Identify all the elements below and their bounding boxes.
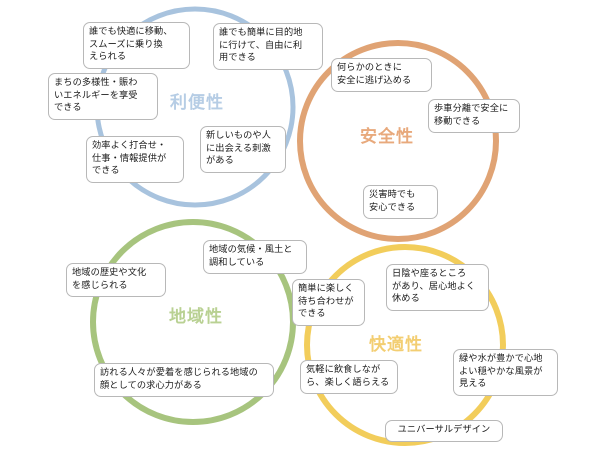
callout-safety-top: 何らかのときに安全に逃げ込める <box>331 58 432 93</box>
callout-comfort-top: 日陰や座るところがあり、居心地よく休める <box>386 264 489 312</box>
callout-convenience-right: 誰でも簡単に目的地に行けて、自由に利用できる <box>213 23 323 71</box>
callout-comfort-bottom: ユニバーサルデザイン <box>385 420 503 442</box>
callout-safety-bottom: 災害時でも安心できる <box>363 185 438 220</box>
circle-safety <box>297 40 499 242</box>
callout-safety-right: 歩車分離で安全に移動できる <box>428 99 520 134</box>
callout-convenience-left: まちの多様性・賑わいエネルギーを享受できる <box>48 73 158 121</box>
callout-comfort-bottom-left: 気軽に飲食しながら、楽しく語らえる <box>300 360 398 395</box>
callout-comfort-left: 簡単に楽しく待ち合わせができる <box>292 279 365 327</box>
circle-label-convenience: 利便性 <box>170 93 224 113</box>
callout-convenience-top: 誰でも快適に移動、スムーズに乗り換えられる <box>83 22 190 70</box>
callout-convenience-bottom: 効率よく打合せ・仕事・情報提供ができる <box>86 136 184 184</box>
circle-label-safety: 安全性 <box>360 127 414 147</box>
callout-locality-top: 地域の気候・風土と調和している <box>203 240 307 275</box>
circle-comfort <box>304 244 506 446</box>
callout-locality-bottom: 訪れる人々が愛着を感じられる地域の顔としての求心力がある <box>94 363 274 398</box>
circle-label-locality: 地域性 <box>169 307 223 327</box>
circle-label-comfort: 快適性 <box>369 335 423 355</box>
callout-locality-left: 地域の歴史や文化を感じられる <box>66 263 166 298</box>
callout-comfort-right: 緑や水が豊かで心地よい穏やかな風景が見える <box>453 349 558 397</box>
callout-convenience-inner: 新しいものや人に出会える刺激がある <box>200 126 286 174</box>
